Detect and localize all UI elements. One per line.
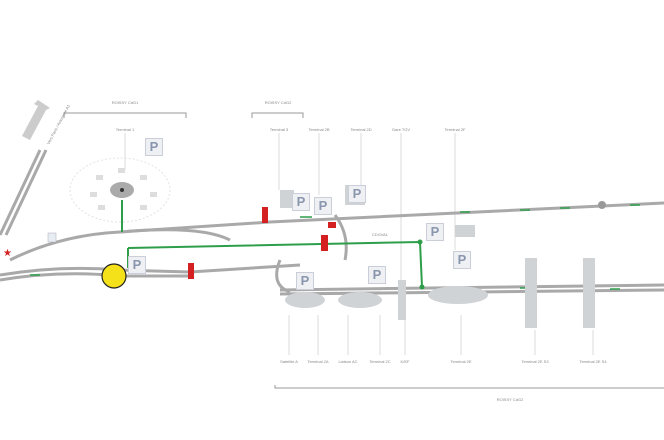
terminal-label[interactable]: Liaison AC [338,359,358,364]
parking-icon[interactable]: P [348,185,366,203]
terminal-label[interactable]: Terminal 2A [307,359,329,364]
parking-icon[interactable]: P [128,256,146,274]
terminal-label[interactable]: Terminal 2B [308,127,330,132]
terminal-label[interactable]: Terminal 1 [115,127,135,132]
terminal-label[interactable]: Satellite A [280,359,298,364]
parking-icon[interactable]: P [292,193,310,211]
terminal-label[interactable]: Terminal 2F [444,127,466,132]
terminal-label[interactable]: Terminal 2E [450,359,472,364]
bus-stop-markers [188,207,336,279]
location-marker [101,263,127,289]
terminal-label[interactable]: Gare TGV [391,127,411,132]
terminal-label[interactable]: K/EF [400,359,410,364]
terminal-label[interactable]: Terminal 3 [269,127,289,132]
parking-icon[interactable]: P [426,223,444,241]
zone-label: ROISSY CdG1 [111,100,139,105]
terminal-label[interactable]: Terminal 2D [350,127,372,132]
shuttle-label: CDGVAL [371,232,389,237]
terminal-label[interactable]: Terminal 2E S3 [521,359,549,364]
star-icon: ★ [3,248,12,259]
parking-icon[interactable]: P [453,251,471,269]
parking-icon[interactable]: P [145,138,163,156]
terminal-label[interactable]: Terminal 2C [369,359,391,364]
zone-label: ROISSY CdG2 [496,397,524,402]
parking-icon[interactable]: P [368,266,386,284]
terminal-label[interactable]: Terminal 2E S4 [579,359,607,364]
zone-label: ROISSY CdG2 [264,100,292,105]
parking-icon[interactable]: P [296,272,314,290]
parking-icon[interactable]: P [314,197,332,215]
